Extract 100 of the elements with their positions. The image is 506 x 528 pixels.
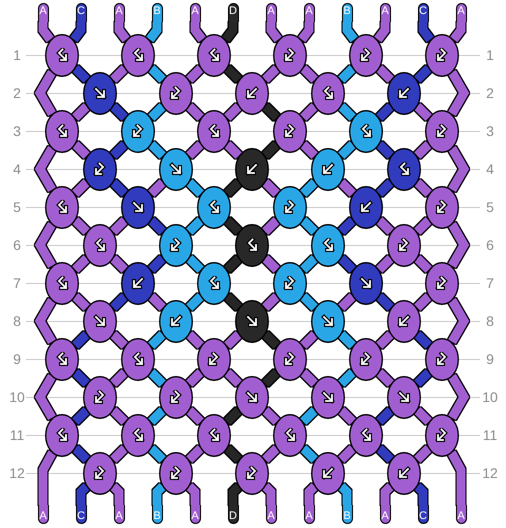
- string: [72, 179, 90, 197]
- string: [376, 103, 394, 121]
- string: [186, 179, 204, 197]
- knot: [425, 414, 459, 456]
- string: [148, 407, 166, 425]
- knot: [121, 414, 155, 456]
- string: [186, 407, 204, 425]
- string: [224, 217, 242, 235]
- string-end-label: A: [38, 3, 48, 22]
- string: [300, 179, 318, 197]
- row-number: 3: [485, 123, 495, 139]
- knot: [235, 300, 269, 342]
- string: [450, 22, 466, 42]
- knot: [159, 148, 193, 190]
- knot: [349, 338, 383, 380]
- string: [34, 222, 56, 268]
- string: [262, 103, 280, 121]
- row-number: 10: [8, 389, 26, 405]
- string: [38, 22, 54, 42]
- string: [72, 255, 90, 273]
- string: [224, 445, 242, 463]
- knot: [45, 338, 79, 380]
- row-number: 6: [12, 237, 22, 253]
- string-end-label: B: [342, 3, 352, 22]
- string: [110, 407, 128, 425]
- string: [146, 22, 162, 42]
- knot: [159, 224, 193, 266]
- string: [222, 22, 238, 42]
- string: [186, 445, 204, 463]
- string-end-label: A: [38, 505, 48, 524]
- knot: [45, 262, 79, 304]
- string: [148, 255, 166, 273]
- row-number: 8: [485, 313, 495, 329]
- string: [262, 407, 280, 425]
- string: [448, 146, 470, 192]
- knot: [311, 452, 345, 494]
- string-end-label: A: [190, 3, 200, 22]
- string: [110, 103, 128, 121]
- string: [338, 407, 356, 425]
- string: [414, 293, 432, 311]
- knot: [273, 414, 307, 456]
- row-number: 5: [485, 199, 495, 215]
- string: [380, 483, 394, 505]
- string: [262, 331, 280, 349]
- knot: [349, 110, 383, 152]
- string: [342, 22, 358, 42]
- string-end-label: A: [266, 3, 276, 22]
- knot: [425, 186, 459, 228]
- string: [186, 255, 204, 273]
- string: [72, 217, 90, 235]
- row-number: 1: [12, 47, 22, 63]
- string: [376, 445, 394, 463]
- string: [224, 65, 242, 83]
- string: [262, 179, 280, 197]
- string: [414, 369, 432, 387]
- knot: [349, 186, 383, 228]
- string: [414, 331, 432, 349]
- string: [186, 103, 204, 121]
- knot: [83, 300, 117, 342]
- string: [224, 255, 242, 273]
- string: [34, 146, 56, 192]
- string: [298, 22, 314, 42]
- string: [72, 331, 90, 349]
- string: [338, 217, 356, 235]
- string: [300, 293, 318, 311]
- row-number: 7: [485, 275, 495, 291]
- string: [262, 369, 280, 387]
- string-end-label: C: [418, 505, 428, 524]
- string: [224, 103, 242, 121]
- string: [224, 369, 242, 387]
- string: [304, 483, 318, 505]
- row-number: 5: [12, 199, 22, 215]
- string: [110, 217, 128, 235]
- string: [414, 217, 432, 235]
- string: [76, 483, 90, 505]
- string: [110, 445, 128, 463]
- row-number: 7: [12, 275, 22, 291]
- string: [262, 255, 280, 273]
- string: [72, 103, 90, 121]
- string: [224, 407, 242, 425]
- string: [148, 445, 166, 463]
- row-number: 4: [12, 161, 22, 177]
- string: [300, 407, 318, 425]
- string-end-label: A: [456, 505, 466, 524]
- string: [338, 65, 356, 83]
- row-number: 9: [485, 351, 495, 367]
- knot: [83, 452, 117, 494]
- string: [186, 369, 204, 387]
- string: [228, 483, 242, 505]
- knot: [197, 262, 231, 304]
- string: [262, 141, 280, 159]
- string: [338, 331, 356, 349]
- knot: [197, 110, 231, 152]
- string: [148, 293, 166, 311]
- string: [224, 331, 242, 349]
- string: [72, 293, 90, 311]
- string: [262, 293, 280, 311]
- string: [300, 331, 318, 349]
- string-end-label: A: [190, 505, 200, 524]
- row-number: 2: [12, 85, 22, 101]
